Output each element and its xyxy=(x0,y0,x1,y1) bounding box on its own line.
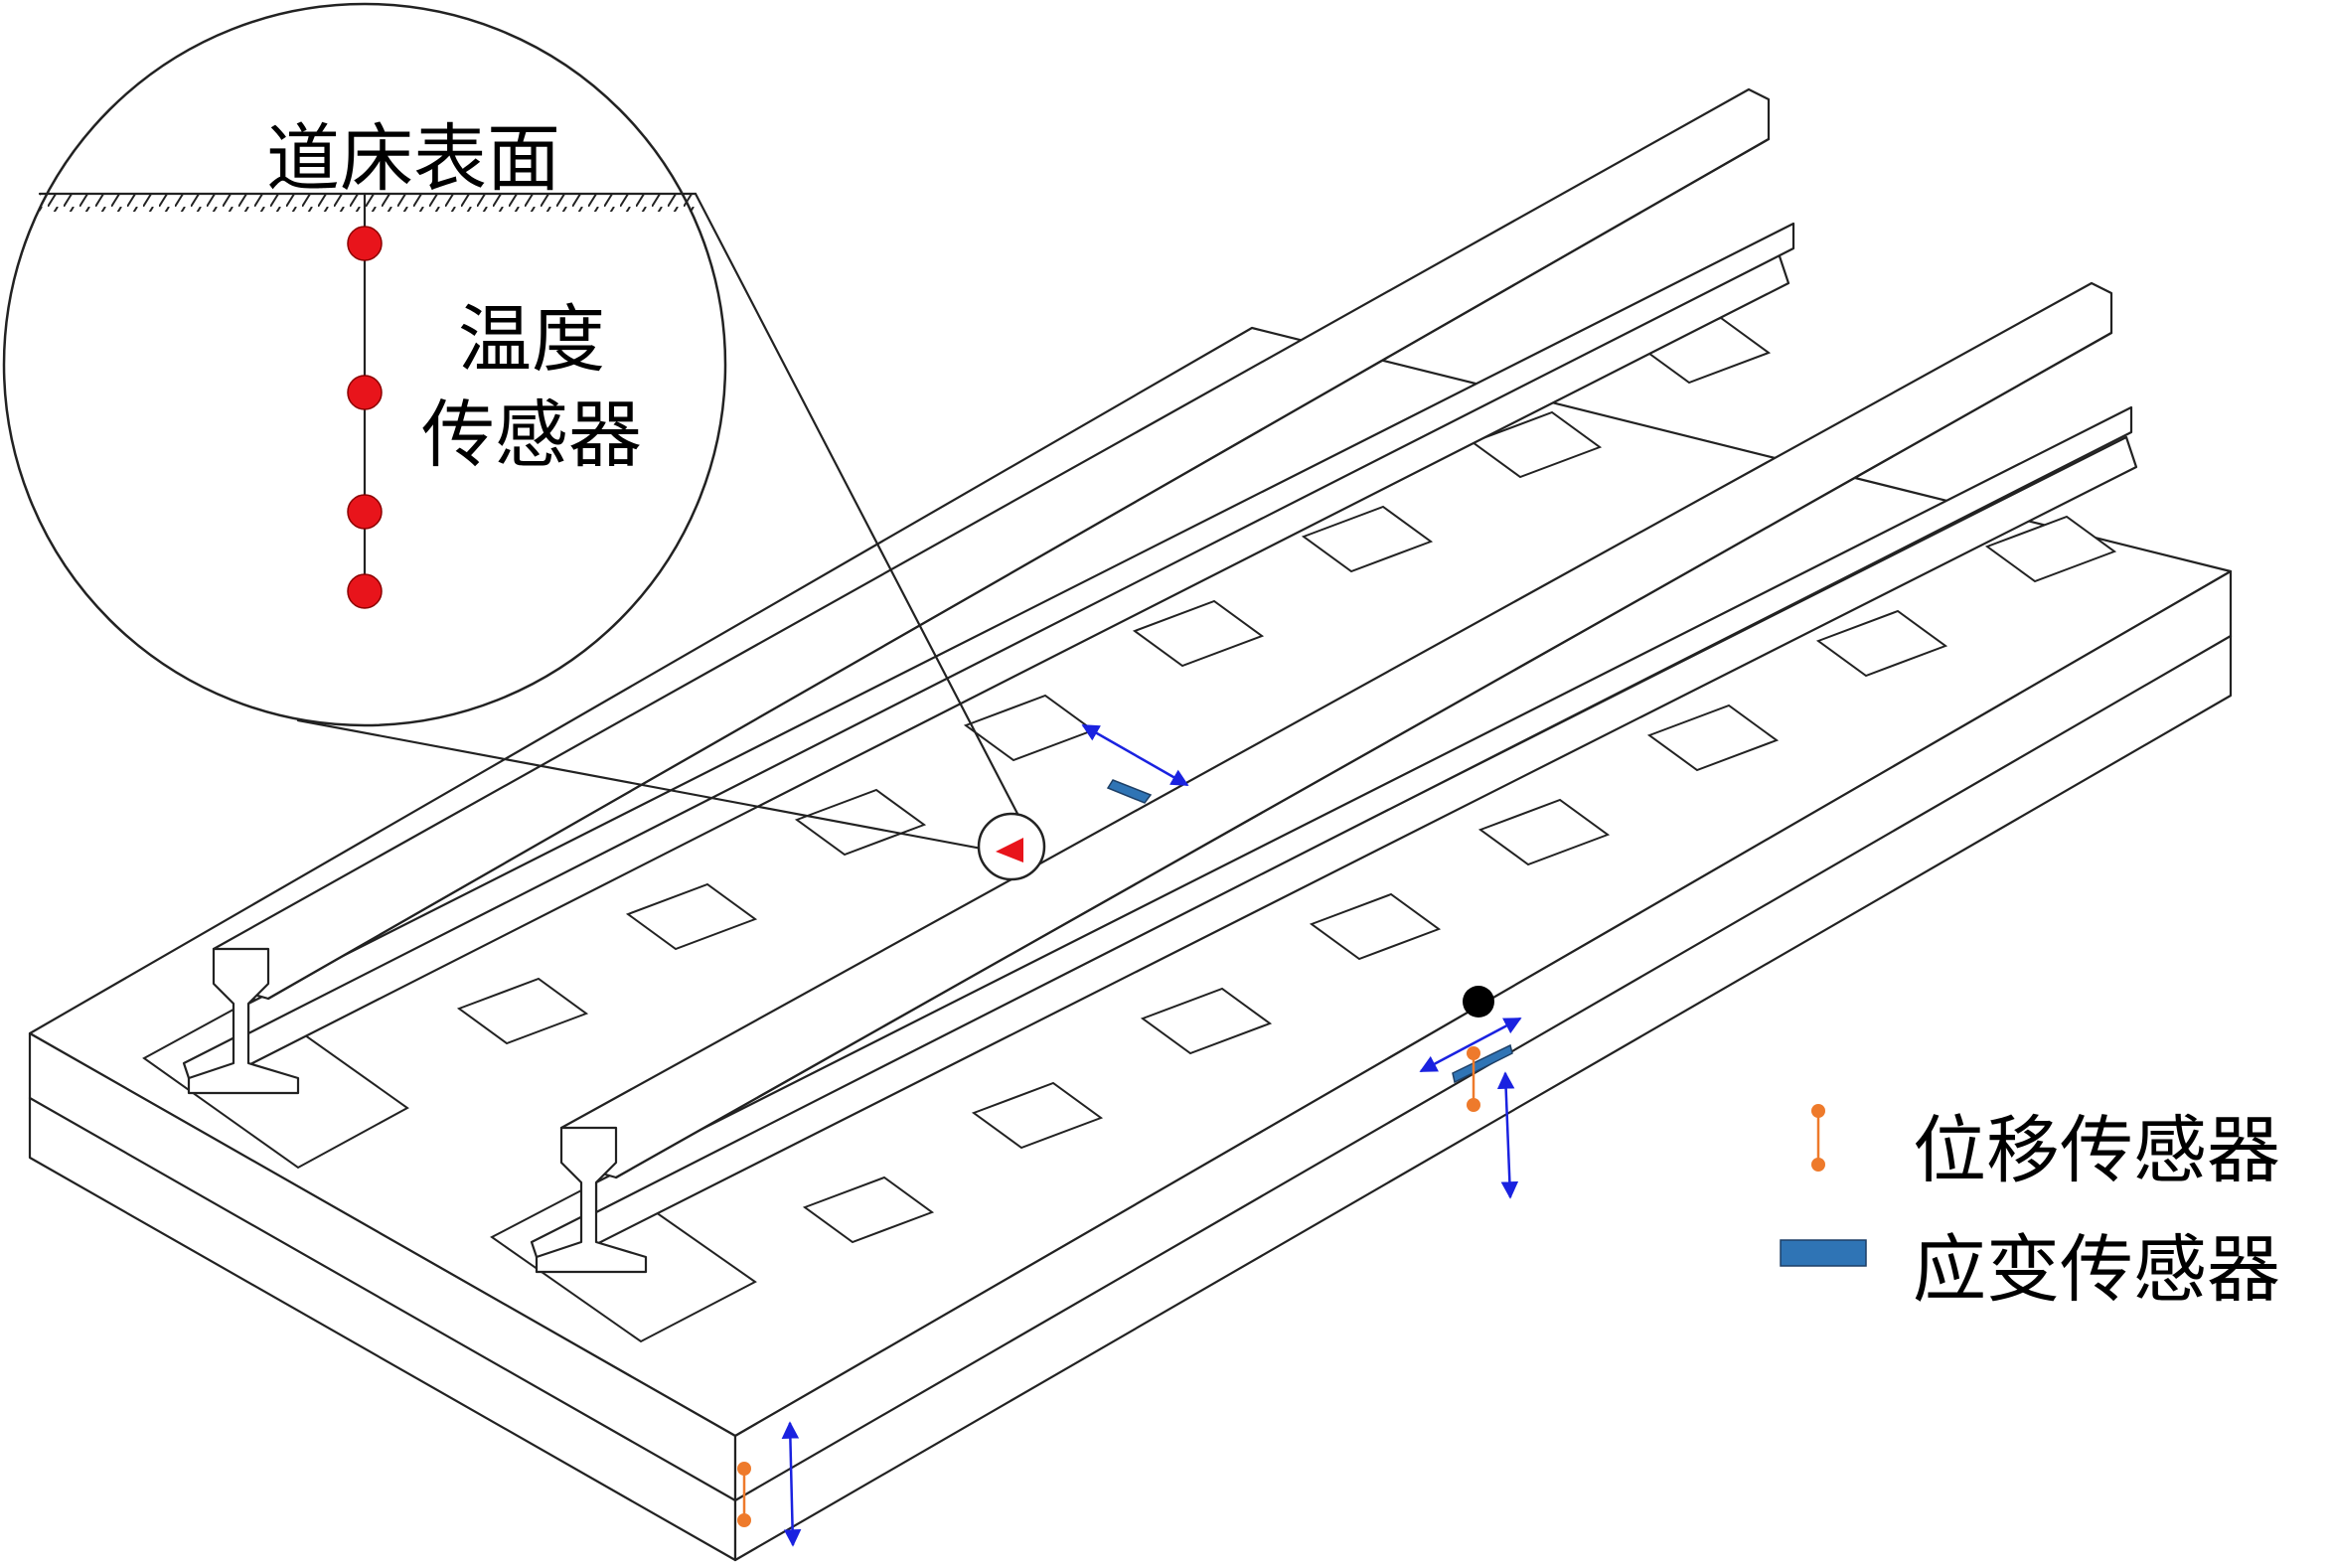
rail-pad xyxy=(625,882,758,951)
rail-pad xyxy=(802,1176,935,1244)
side-sensors xyxy=(737,986,1522,1547)
rail-pad xyxy=(1815,609,1948,678)
rail-pad xyxy=(1477,798,1611,866)
legend-displacement-icon-end xyxy=(1811,1104,1825,1118)
rail-pad xyxy=(1646,704,1780,772)
displacement-sensor-end xyxy=(1467,1046,1480,1060)
rail-pad xyxy=(971,1081,1104,1150)
rail-pad xyxy=(794,788,927,857)
rail-pad xyxy=(1140,987,1273,1055)
displacement-sensor-end xyxy=(737,1462,751,1476)
legend-strain-icon xyxy=(1780,1239,1867,1267)
rail-right-end-profile xyxy=(535,1126,648,1274)
legend-symbols xyxy=(1780,1104,1867,1267)
temperature-sensor-dot xyxy=(347,494,383,530)
displacement-sensor-end xyxy=(1467,1098,1480,1112)
surface-hatch xyxy=(40,194,696,212)
rail-right-edge xyxy=(614,331,2113,1179)
vertical-direction-arrow xyxy=(1496,1071,1519,1199)
callout-leader-upper xyxy=(694,192,1030,837)
temperature-sensor-marker xyxy=(996,838,1023,862)
rail-pad xyxy=(1301,505,1434,573)
callout-leader-lower xyxy=(296,718,1015,857)
strain-direction-arrow xyxy=(1081,723,1189,787)
rail-left-end-profile xyxy=(187,947,300,1095)
black-marker xyxy=(1463,986,1494,1018)
rail-left xyxy=(182,87,1795,1095)
legend-displacement-icon-end xyxy=(1811,1158,1825,1172)
slab-layer-line xyxy=(28,634,2233,1502)
temperature-sensor-label-line2: 传感器 xyxy=(421,392,642,478)
strain-direction-arrow xyxy=(1419,1017,1522,1073)
bed-surface-label: 道床表面 xyxy=(266,116,560,202)
rail-pad xyxy=(1984,515,2117,583)
rail-right xyxy=(530,281,2138,1274)
rail-pad xyxy=(1132,599,1265,668)
temperature-sensor-label: 温度 传感器 xyxy=(397,292,666,483)
legend-strain-label: 应变传感器 xyxy=(1913,1227,2280,1313)
rail-left-edge xyxy=(266,137,1771,1001)
legend-displacement-label: 位移传感器 xyxy=(1913,1108,2280,1193)
temperature-sensor-label-line1: 温度 xyxy=(458,297,605,383)
temperature-sensor-dot xyxy=(347,573,383,609)
strain-sensor-middle xyxy=(1081,723,1189,804)
displacement-sensor-end xyxy=(737,1513,751,1527)
rail-pad xyxy=(1470,410,1603,479)
zoom-callout xyxy=(2,2,1046,881)
temperature-sensor-dot xyxy=(347,375,383,410)
rail-pad xyxy=(456,977,589,1045)
temperature-sensor-dot xyxy=(347,226,383,261)
vertical-direction-arrow xyxy=(781,1421,802,1547)
rail-pad xyxy=(1309,892,1442,961)
